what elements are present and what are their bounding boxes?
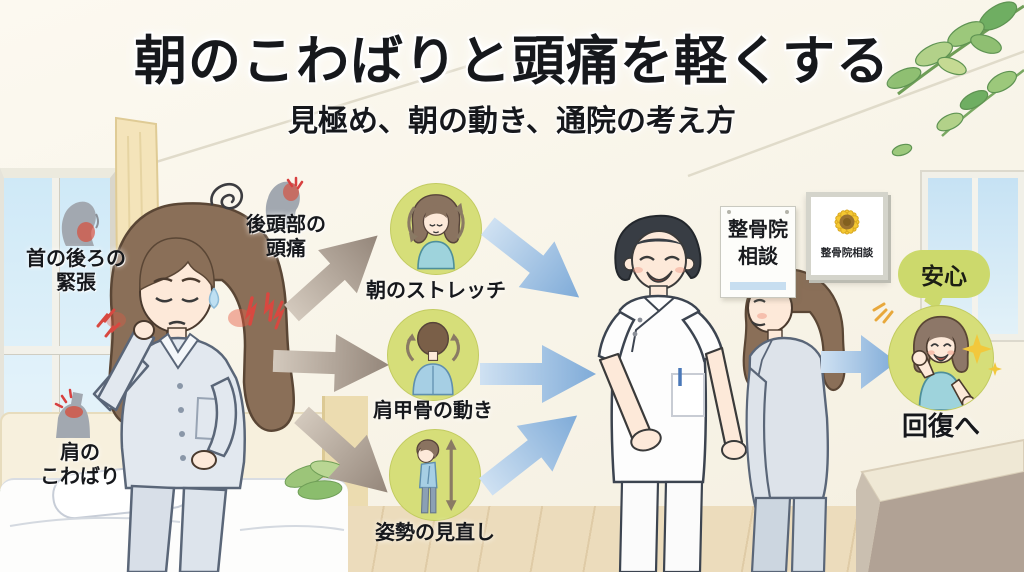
posture-figure xyxy=(416,439,457,514)
step-label-posture: 姿勢の見直し xyxy=(375,520,495,544)
symptom-shoulder-line1: 肩の xyxy=(60,440,100,464)
poster-line2: 相談 xyxy=(738,244,778,268)
flow-arrow-to-recovery xyxy=(821,335,897,389)
flow-arrow-to-scapula xyxy=(272,334,389,393)
symptom-head-line2: 頭痛 xyxy=(266,236,306,261)
symptom-neck-line1: 首の後ろの xyxy=(26,246,126,270)
relief-bubble-text: 安心 xyxy=(921,264,967,290)
page-subtitle: 見極め、朝の動き、通院の考え方 xyxy=(288,104,736,139)
sparkle-icon xyxy=(988,362,1002,376)
step-label-scapula: 肩甲骨の動き xyxy=(373,398,493,422)
flow-arrow-to-posture xyxy=(294,406,388,493)
neck-stretch-figure xyxy=(407,194,465,270)
symptom-label-shoulder: 肩の こわばり xyxy=(12,440,148,489)
flow-arrow-to-clinic-mid xyxy=(480,345,596,403)
step-circle-scapula xyxy=(387,309,479,401)
flow-arrow-to-stretch xyxy=(284,235,378,322)
pain-flash-icon xyxy=(96,308,121,338)
pain-flash-icon xyxy=(244,292,286,330)
step-label-stretch: 朝のストレッチ xyxy=(366,278,506,302)
shoulder-stiffness-icon xyxy=(54,388,90,438)
step-circle-posture xyxy=(389,429,481,521)
clinic-framed-sign: 整骨院相談 xyxy=(806,192,888,280)
bench xyxy=(856,438,1024,572)
framed-sign-text: 整骨院相談 xyxy=(820,247,874,259)
emphasis-lines-icon xyxy=(872,302,894,324)
flow-arrow-to-clinic-top xyxy=(480,217,580,298)
step-circle-stretch xyxy=(390,183,482,275)
patient-woman-illustration xyxy=(92,202,295,572)
consulting-patient-illustration xyxy=(742,268,846,572)
symptom-neck-line2: 緊張 xyxy=(56,270,96,295)
symptom-head-line1: 後頭部の xyxy=(246,212,326,236)
leaf-branch-decoration xyxy=(886,1,1024,157)
symptom-shoulder-line2: こわばり xyxy=(40,464,120,489)
flow-arrow-to-clinic-bottom xyxy=(478,415,578,496)
occipital-headache-icon xyxy=(265,176,304,228)
dizzy-scribble-icon xyxy=(210,183,244,210)
clinic-consultation-poster: 整骨院 相談 xyxy=(720,206,796,298)
relief-speech-bubble: 安心 xyxy=(898,250,990,311)
sweat-drop-icon xyxy=(208,287,220,309)
symptom-label-neck: 首の後ろの 緊張 xyxy=(8,246,144,295)
sunflower-icon xyxy=(834,209,860,235)
poster-line1: 整骨院 xyxy=(728,217,788,241)
practitioner-illustration xyxy=(597,214,747,572)
page-title: 朝のこわばりと頭痛を軽くする xyxy=(134,31,890,92)
symptom-label-head: 後頭部の 頭痛 xyxy=(216,212,356,261)
sparkle-icon xyxy=(962,334,992,364)
recovery-label: 回復へ xyxy=(901,412,980,442)
shoulder-blade-figure xyxy=(406,321,460,396)
neck-tension-icon xyxy=(61,201,99,246)
